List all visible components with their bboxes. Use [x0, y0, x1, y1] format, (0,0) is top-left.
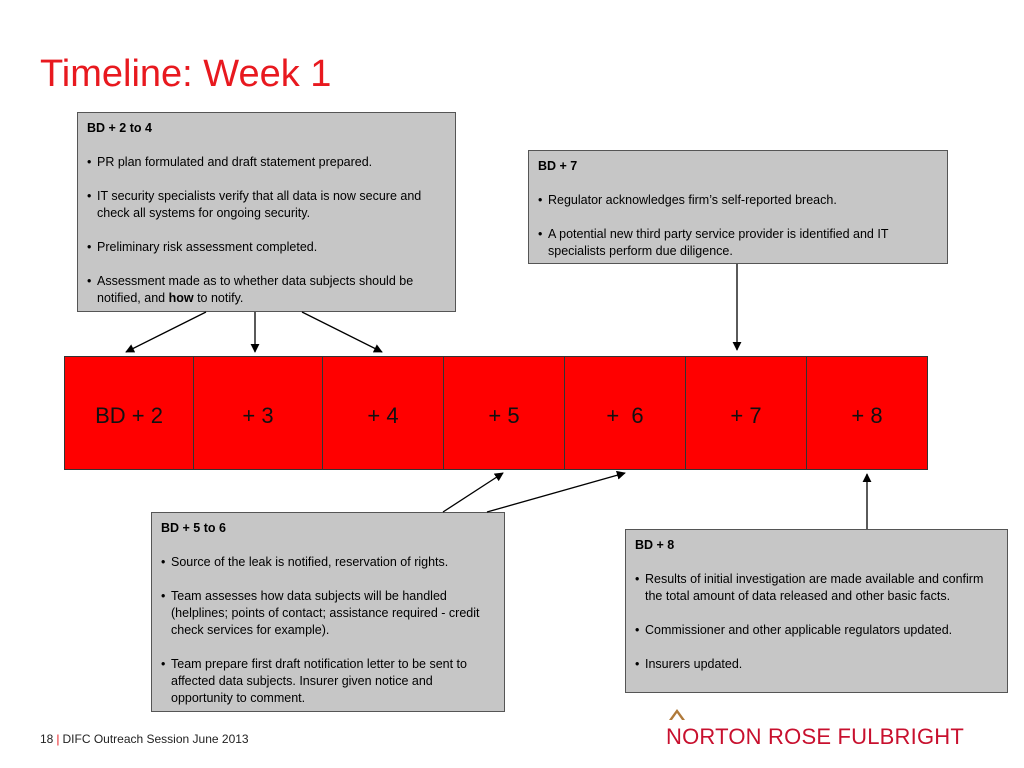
- callout-bd-2-to-4: BD + 2 to 4 PR plan formulated and draft…: [77, 112, 456, 312]
- callout-heading: BD + 2 to 4: [87, 121, 152, 135]
- logo-text: NORTON ROSE FULBRIGHT: [666, 724, 964, 749]
- session-label: DIFC Outreach Session June 2013: [62, 732, 249, 746]
- arrow-to-4: [301, 311, 383, 353]
- timeline-cell-6: + 6: [565, 357, 686, 469]
- callout-item: Team prepare first draft notification le…: [161, 656, 496, 707]
- callout-bd-5-to-6: BD + 5 to 6 Source of the leak is notifi…: [151, 512, 505, 712]
- callout-item-text: to notify.: [193, 291, 244, 305]
- arrow-to-5: [442, 472, 504, 513]
- timeline-cell-4: + 4: [323, 357, 444, 469]
- arrow-to-bd-2: [125, 311, 207, 353]
- timeline-cell-bd-2: BD + 2: [65, 357, 194, 469]
- callout-item: Preliminary risk assessment completed.: [87, 239, 447, 256]
- arrow-to-6: [486, 470, 626, 513]
- norton-rose-fulbright-logo: NORTON ROSE FULBRIGHT: [666, 706, 988, 749]
- timeline-cell-3: + 3: [194, 357, 323, 469]
- footer: 18|DIFC Outreach Session June 2013: [40, 732, 249, 746]
- callout-item: Insurers updated.: [635, 656, 999, 673]
- callout-heading: BD + 5 to 6: [161, 521, 226, 535]
- timeline-cell-7: + 7: [686, 357, 807, 469]
- timeline-cell-5: + 5: [444, 357, 565, 469]
- footer-separator: |: [56, 732, 60, 746]
- logo-chevron-icon: [669, 709, 685, 720]
- callout-item: A potential new third party service prov…: [538, 226, 939, 260]
- callout-item: Commissioner and other applicable regula…: [635, 622, 999, 639]
- callout-item-text: Assessment made as to whether data subje…: [97, 274, 414, 305]
- callout-bd-8: BD + 8 Results of initial investigation …: [625, 529, 1008, 693]
- callout-item: Assessment made as to whether data subje…: [87, 273, 447, 307]
- timeline-bar: BD + 2 + 3 + 4 + 5 + 6 + 7 + 8: [64, 356, 928, 470]
- callout-item: Results of initial investigation are mad…: [635, 571, 999, 605]
- callout-heading: BD + 8: [635, 538, 675, 552]
- callout-bd-7: BD + 7 Regulator acknowledges firm’s sel…: [528, 150, 948, 264]
- callout-heading: BD + 7: [538, 159, 578, 173]
- timeline-cell-8: + 8: [851, 403, 883, 428]
- callout-item-emphasis: how: [168, 291, 194, 305]
- callout-item: Team assesses how data subjects will be …: [161, 588, 496, 639]
- callout-item: Regulator acknowledges firm’s self-repor…: [538, 192, 939, 209]
- slide-title: Timeline: Week 1: [40, 53, 332, 95]
- callout-item: PR plan formulated and draft statement p…: [87, 154, 447, 171]
- page-number: 18: [40, 732, 54, 746]
- callout-item: IT security specialists verify that all …: [87, 188, 447, 222]
- callout-item: Source of the leak is notified, reservat…: [161, 554, 496, 571]
